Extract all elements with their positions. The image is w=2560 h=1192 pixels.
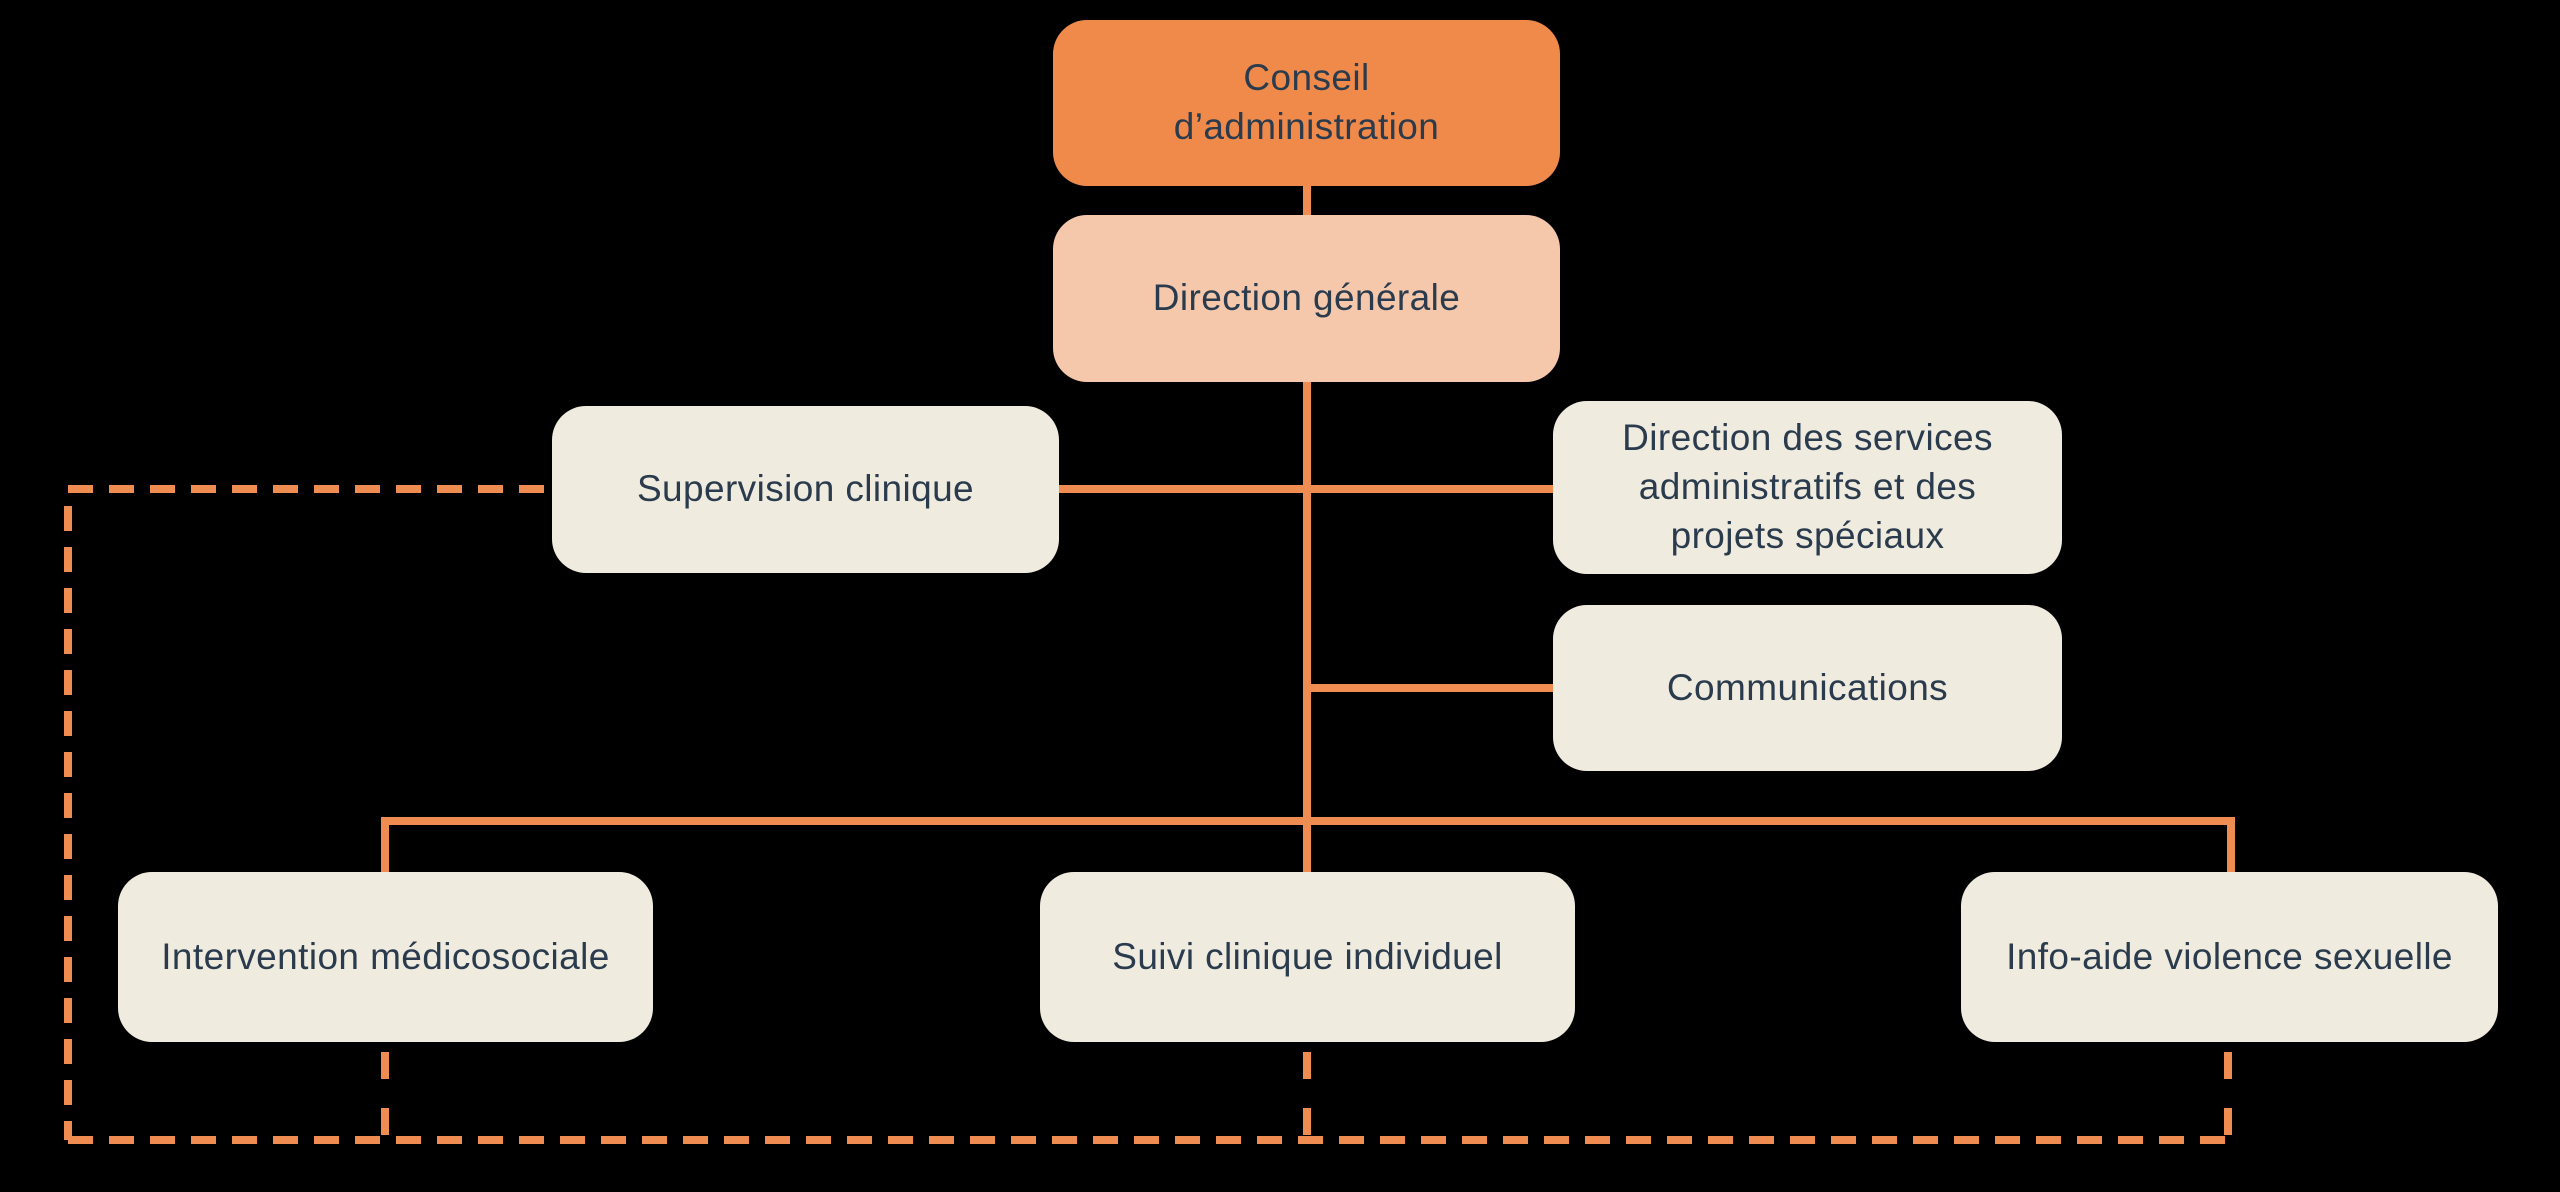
- node-direction-services-administratifs-label: Direction des services administratifs et…: [1622, 417, 1993, 556]
- node-direction-generale-label: Direction générale: [1152, 277, 1461, 319]
- node-supervision-clinique-label: Supervision clinique: [636, 468, 975, 510]
- node-supervision-clinique: Supervision clinique: [552, 406, 1059, 573]
- node-communications: Communications: [1553, 605, 2062, 771]
- node-info-aide-violence-sexuelle-label: Info-aide violence sexuelle: [2006, 935, 2453, 977]
- node-conseil-administration: Conseil d’administration: [1053, 20, 1560, 186]
- node-conseil-administration-label: Conseil d’administration: [1173, 57, 1440, 147]
- node-info-aide-violence-sexuelle: Info-aide violence sexuelle: [1961, 872, 2498, 1042]
- node-suivi-clinique-individuel-label: Suivi clinique individuel: [1112, 935, 1503, 977]
- node-intervention-medicosociale: Intervention médicosociale: [118, 872, 653, 1042]
- node-communications-label: Communications: [1666, 666, 1949, 708]
- node-suivi-clinique-individuel: Suivi clinique individuel: [1040, 872, 1575, 1042]
- node-direction-generale: Direction générale: [1053, 215, 1560, 382]
- node-intervention-medicosociale-label: Intervention médicosociale: [161, 935, 610, 977]
- edge-bottom-junction: [381, 817, 2235, 876]
- node-direction-services-administratifs: Direction des services administratifs et…: [1553, 401, 2062, 574]
